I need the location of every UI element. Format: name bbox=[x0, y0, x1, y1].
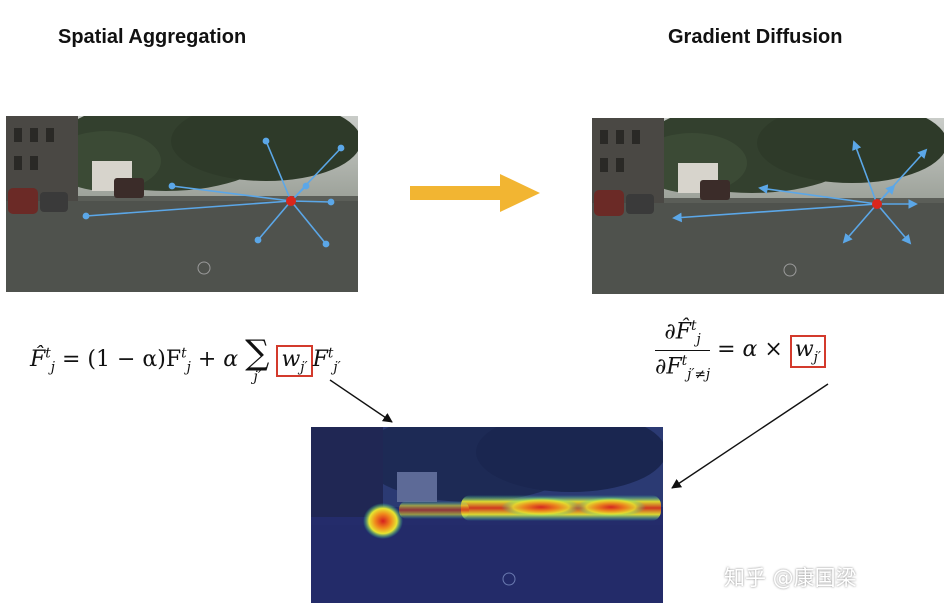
eq-lhs-sup: t bbox=[45, 345, 51, 362]
right-pointer-arrow bbox=[671, 383, 829, 489]
den-sup: t bbox=[681, 352, 688, 369]
attention-heatmap bbox=[311, 427, 663, 603]
eq-term1-sub: j bbox=[186, 359, 191, 376]
main-arrow bbox=[410, 174, 540, 212]
spatial-aggregation-equation: F̂tj = (1 − α)Ftj + α ∑ j′ wj′Ftj′ bbox=[30, 336, 341, 384]
fraction-denominator: ∂Ftj′≠j bbox=[655, 351, 710, 383]
weight-sub: j′ bbox=[300, 359, 308, 376]
watermark: 知乎 @康国梁 bbox=[724, 566, 857, 590]
gradient-diffusion-scene bbox=[592, 118, 944, 294]
sum-limit: j′ bbox=[253, 369, 262, 385]
eq-lhs-sub: j bbox=[50, 359, 55, 376]
num-symbol: ∂F̂ bbox=[664, 319, 691, 345]
num-sup: t bbox=[691, 318, 697, 334]
den-sub: j′≠j bbox=[687, 366, 711, 383]
weight-symbol-right: w bbox=[794, 337, 814, 363]
gradient-diffusion-title: Gradient Diffusion bbox=[668, 26, 843, 48]
left-pointer-arrow bbox=[329, 379, 393, 423]
gradient-diffusion-equation: ∂F̂tj ∂Ftj′≠j = α × wj′ bbox=[655, 318, 826, 382]
weight-sub-right: j′ bbox=[813, 349, 821, 366]
spatial-aggregation-scene bbox=[6, 116, 358, 292]
partial-fraction: ∂F̂tj ∂Ftj′≠j bbox=[655, 318, 711, 383]
eq-term1: (1 − α)F bbox=[87, 347, 182, 372]
eq-rhs: = α × bbox=[717, 337, 783, 363]
sigma-symbol: ∑ bbox=[245, 333, 270, 373]
eq-term2-sup: t bbox=[327, 345, 334, 362]
spatial-aggregation-title: Spatial Aggregation bbox=[58, 26, 247, 48]
eq-equals: = bbox=[61, 347, 81, 372]
eq-term2: F bbox=[312, 347, 328, 372]
summation: ∑ j′ bbox=[245, 336, 269, 384]
weight-box-left: wj′ bbox=[276, 345, 313, 378]
weight-symbol: w bbox=[281, 347, 301, 372]
eq-lhs: F̂ bbox=[30, 347, 46, 372]
eq-term2-sub: j′ bbox=[333, 359, 341, 376]
weight-box-right: wj′ bbox=[789, 335, 826, 368]
eq-term1-sup: t bbox=[181, 345, 187, 362]
num-sub: j bbox=[696, 331, 701, 348]
den-symbol: ∂F bbox=[655, 354, 682, 380]
fraction-numerator: ∂F̂tj bbox=[655, 318, 711, 351]
eq-plus-alpha: + α bbox=[197, 347, 239, 372]
